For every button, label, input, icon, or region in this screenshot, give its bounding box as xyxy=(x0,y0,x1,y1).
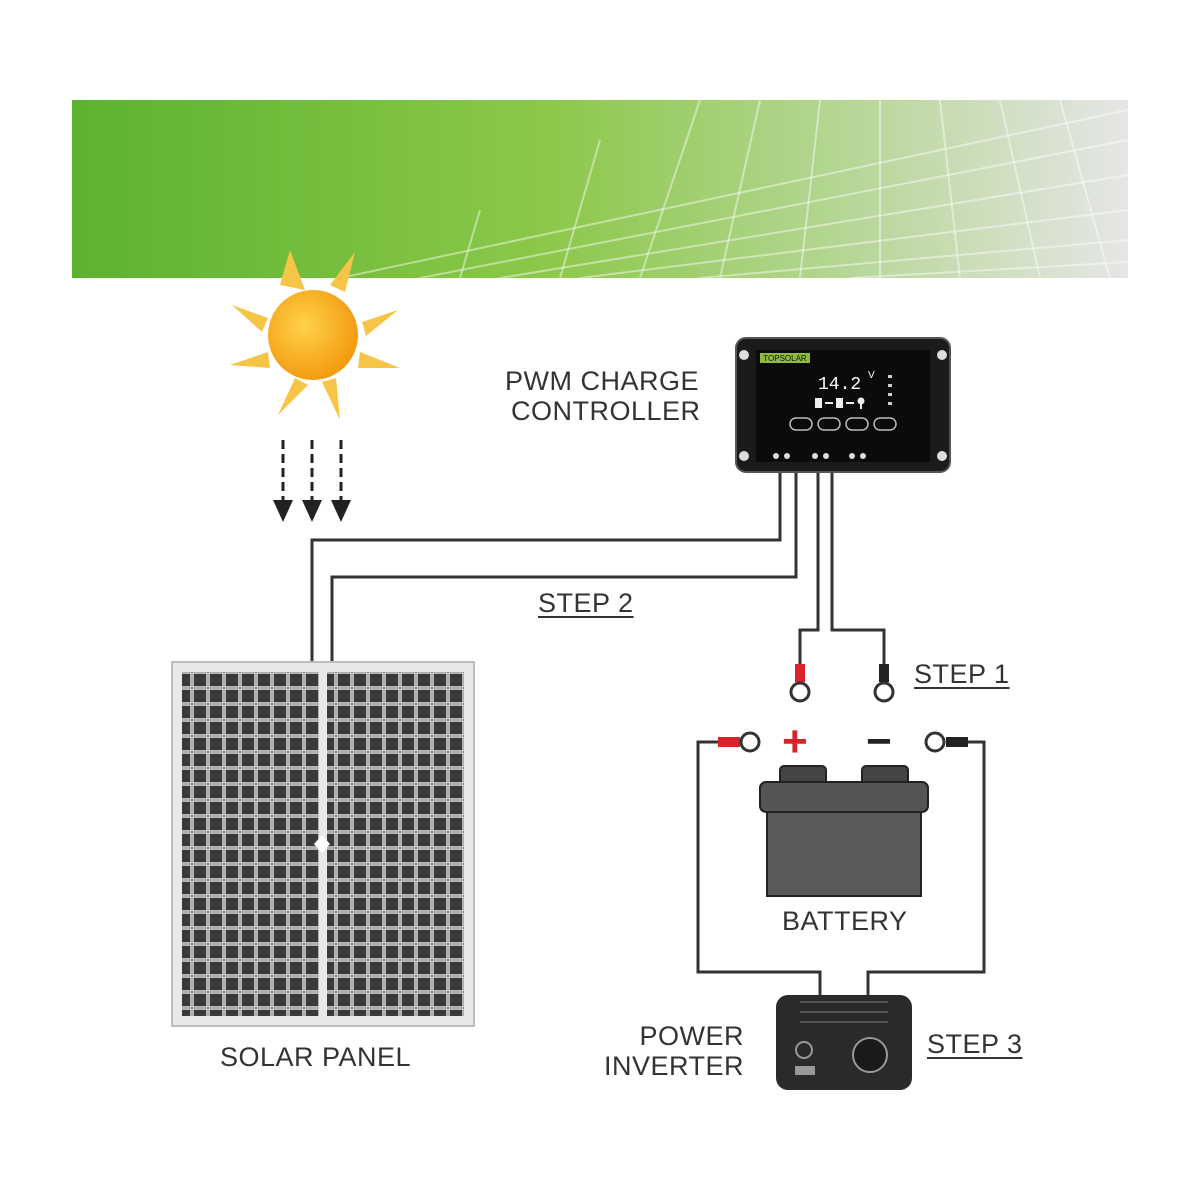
controller-label-line1: PWM CHARGE xyxy=(505,366,699,396)
inverter-label: POWER INVERTER xyxy=(604,1021,744,1081)
controller-status-icons xyxy=(815,397,865,409)
controller-label-line2: CONTROLLER xyxy=(511,396,701,426)
positive-sign: + xyxy=(782,717,809,766)
step-3-label: STEP 3 xyxy=(927,1029,1023,1059)
sun-icon xyxy=(230,250,400,420)
power-inverter-icon xyxy=(776,995,912,1090)
battery-icon xyxy=(759,765,929,897)
controller-voltage-unit: V xyxy=(868,370,875,381)
controller-battery-terminals xyxy=(718,664,968,753)
controller-brand: TOPSOLAR xyxy=(763,354,807,363)
battery-label: BATTERY xyxy=(782,906,908,936)
solar-banner xyxy=(72,99,1129,279)
inverter-label-line1: POWER xyxy=(639,1021,745,1051)
wires xyxy=(310,472,986,1000)
step-1-label: STEP 1 xyxy=(914,659,1010,689)
step-2-label: STEP 2 xyxy=(538,588,634,618)
charge-controller: TOPSOLAR 14.2 V xyxy=(735,337,951,473)
sunlight-arrows-icon xyxy=(273,440,351,522)
controller-voltage: 14.2 xyxy=(818,375,861,395)
negative-sign: − xyxy=(866,717,893,766)
inverter-label-line2: INVERTER xyxy=(604,1051,745,1081)
solar-panel-label: SOLAR PANEL xyxy=(220,1042,412,1072)
solar-panel-icon xyxy=(171,661,475,1027)
controller-label: PWM CHARGE CONTROLLER xyxy=(505,366,701,426)
